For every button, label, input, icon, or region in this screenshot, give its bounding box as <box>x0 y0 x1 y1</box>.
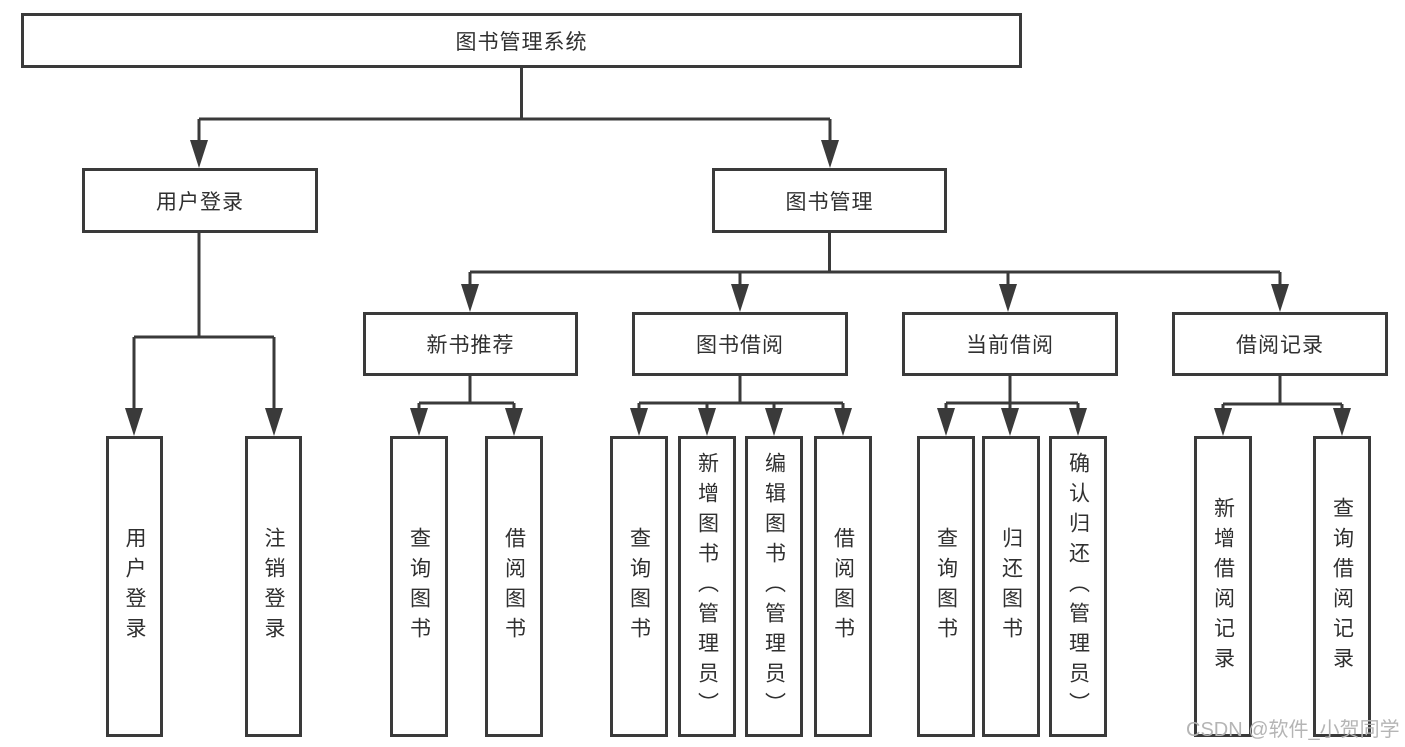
node-book-borrow: 图书借阅 <box>632 312 848 376</box>
leaf-query-borrow-record: 查询借阅记录 <box>1313 436 1371 737</box>
leaf-query-borrow-record-label: 查询借阅记录 <box>1330 496 1354 677</box>
leaf-user-login: 用户登录 <box>106 436 163 737</box>
node-book-management: 图书管理 <box>712 168 947 233</box>
leaf-borrow-books-recommend-label: 借阅图书 <box>502 526 526 647</box>
leaf-query-books-current: 查询图书 <box>917 436 975 737</box>
node-borrow-records: 借阅记录 <box>1172 312 1388 376</box>
leaf-logout-label: 注销登录 <box>262 526 285 647</box>
leaf-confirm-return-admin: 确认归还（管理员） <box>1049 436 1107 737</box>
leaf-edit-book-admin: 编辑图书（管理员） <box>745 436 803 737</box>
node-user-login-label: 用户登录 <box>156 190 244 214</box>
leaf-borrow-books: 借阅图书 <box>814 436 872 737</box>
leaf-return-book: 归还图书 <box>982 436 1040 737</box>
node-book-management-label: 图书管理 <box>785 190 874 214</box>
leaf-add-borrow-record: 新增借阅记录 <box>1194 436 1252 737</box>
leaf-query-books-borrow-label: 查询图书 <box>627 526 651 647</box>
leaf-query-books-recommend-label: 查询图书 <box>407 526 431 647</box>
leaf-borrow-books-recommend: 借阅图书 <box>485 436 543 737</box>
node-current-borrow: 当前借阅 <box>902 312 1118 376</box>
leaf-return-book-label: 归还图书 <box>999 526 1023 647</box>
watermark: CSDN @软件_小贺同学 <box>1186 719 1400 741</box>
leaf-borrow-books-label: 借阅图书 <box>831 526 855 647</box>
leaf-add-book-admin: 新增图书（管理员） <box>678 436 736 737</box>
leaf-query-books-current-label: 查询图书 <box>934 526 958 647</box>
leaf-query-books-recommend: 查询图书 <box>390 436 448 737</box>
leaf-logout: 注销登录 <box>245 436 302 737</box>
node-root: 图书管理系统 <box>21 13 1022 68</box>
node-root-label: 图书管理系统 <box>455 30 588 54</box>
leaf-edit-book-admin-label: 编辑图书（管理员） <box>762 451 786 722</box>
leaf-add-book-admin-label: 新增图书（管理员） <box>695 451 719 722</box>
node-borrow-records-label: 借阅记录 <box>1236 334 1324 357</box>
leaf-user-login-label: 用户登录 <box>123 526 146 647</box>
node-new-book-recommend-label: 新书推荐 <box>426 334 515 357</box>
leaf-query-books-borrow: 查询图书 <box>610 436 668 737</box>
node-new-book-recommend: 新书推荐 <box>363 312 578 376</box>
node-book-borrow-label: 图书借阅 <box>696 334 784 357</box>
node-current-borrow-label: 当前借阅 <box>966 334 1054 357</box>
node-user-login: 用户登录 <box>82 168 318 233</box>
leaf-add-borrow-record-label: 新增借阅记录 <box>1211 496 1235 677</box>
leaf-confirm-return-admin-label: 确认归还（管理员） <box>1066 451 1090 722</box>
